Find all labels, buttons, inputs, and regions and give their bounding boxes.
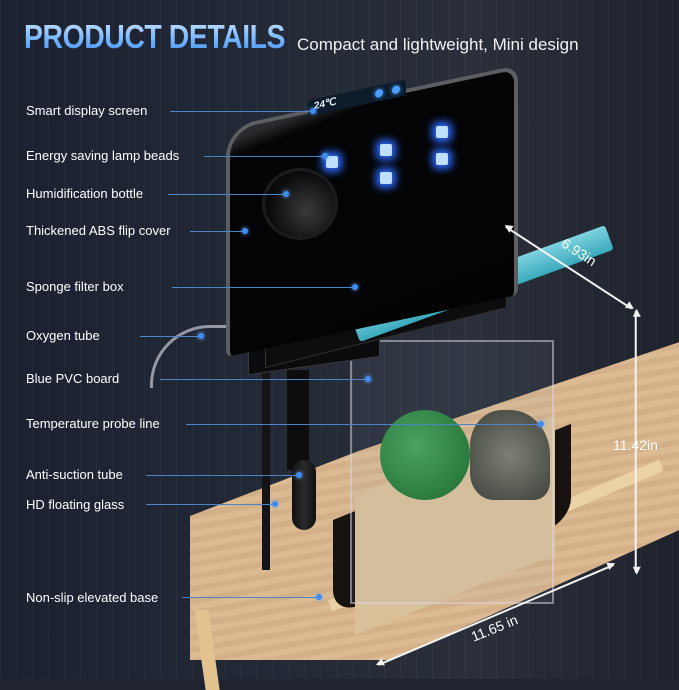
callout-non-slip-elevated-base: Non-slip elevated base — [26, 590, 159, 605]
leader-line — [182, 597, 316, 598]
callout-anti-suction-tube: Anti-suction tube — [26, 467, 123, 482]
leader-line — [170, 111, 310, 112]
display-reading: 24℃ — [314, 96, 337, 113]
callout-oxygen-tube: Oxygen tube — [26, 328, 100, 343]
leader-dot-icon — [316, 594, 322, 600]
leader-line — [168, 194, 283, 195]
lamp-bead-icon — [436, 153, 448, 165]
leader-line — [160, 379, 365, 380]
anti-suction-tube-part — [292, 460, 316, 530]
leader-line — [172, 287, 352, 288]
lamp-bead-icon — [380, 172, 392, 184]
leader-dot-icon — [242, 228, 248, 234]
callout-hd-floating-glass: HD floating glass — [26, 497, 125, 512]
callout-smart-display-screen: Smart display screen — [26, 103, 148, 118]
leader-line — [146, 504, 272, 505]
leader-dot-icon — [365, 376, 371, 382]
leader-dot-icon — [322, 153, 328, 159]
callout-energy-saving-lamp-beads: Energy saving lamp beads — [26, 148, 180, 163]
leader-line — [186, 424, 538, 425]
callout-humidification-bottle: Humidification bottle — [26, 186, 144, 201]
lamp-bead-icon — [380, 144, 392, 156]
leader-line — [146, 475, 296, 476]
leader-dot-icon — [272, 501, 278, 507]
leader-line — [204, 156, 324, 157]
green-plant-decor — [380, 410, 470, 500]
leader-dot-icon — [283, 191, 289, 197]
filter-pipe — [287, 370, 309, 470]
rock-decor — [470, 410, 550, 500]
leader-dot-icon — [310, 108, 316, 114]
leader-dot-icon — [296, 472, 302, 478]
leader-line — [190, 231, 242, 232]
lamp-bead-icon — [326, 156, 338, 168]
page-title: PRODUCT DETAILS — [24, 18, 286, 55]
leader-dot-icon — [538, 421, 544, 427]
leader-line — [140, 336, 198, 337]
callout-thickened-abs-flip-cover: Thickened ABS flip cover — [26, 223, 171, 238]
light-icon — [375, 88, 384, 99]
dimension-height: 11.42in — [613, 437, 658, 453]
callout-blue-pvc-board: Blue PVC board — [26, 371, 120, 386]
power-icon — [392, 84, 400, 95]
humidification-bottle-part — [262, 168, 338, 240]
page-subtitle: Compact and lightweight, Mini design — [297, 35, 579, 54]
lamp-bead-icon — [436, 126, 448, 138]
tank-frame-post — [262, 350, 270, 570]
leader-dot-icon — [198, 333, 204, 339]
leader-dot-icon — [352, 284, 358, 290]
callout-sponge-filter-box: Sponge filter box — [26, 279, 124, 294]
callout-temperature-probe-line: Temperature probe line — [26, 416, 160, 431]
